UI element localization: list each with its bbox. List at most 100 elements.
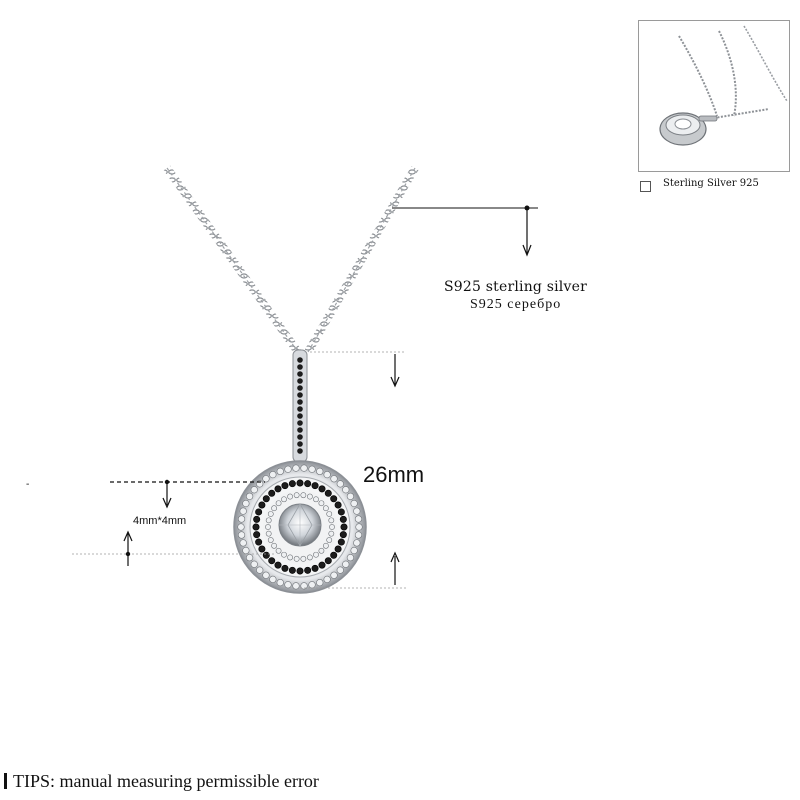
stone [304, 480, 312, 488]
tips-text: TIPS: manual measuring permissible error [13, 771, 319, 791]
stone [346, 554, 355, 562]
stone [355, 523, 363, 531]
stone [336, 566, 344, 574]
bail-stone [297, 427, 303, 433]
stone [330, 551, 338, 559]
stone [296, 567, 304, 575]
bail-stone [297, 392, 303, 398]
stone [334, 545, 342, 553]
bail-stone [297, 413, 303, 419]
stone [334, 501, 342, 509]
stone [318, 561, 326, 569]
pendant-height-label: 26mm [363, 462, 425, 487]
stone [255, 508, 263, 516]
stone [271, 505, 278, 512]
stone [284, 465, 292, 473]
tips-note: TIPS: manual measuring permissible error [4, 771, 319, 792]
stone [300, 582, 308, 590]
tips-bar-icon [4, 773, 7, 789]
stone [276, 578, 284, 587]
stone [337, 508, 345, 516]
stone [265, 530, 272, 537]
stone [239, 539, 247, 547]
stone [268, 489, 276, 497]
stone [318, 485, 326, 493]
stone [330, 495, 338, 503]
stone [323, 575, 331, 583]
stone [324, 489, 332, 497]
stone [275, 500, 282, 507]
stone [330, 571, 338, 579]
stone [313, 496, 319, 503]
stone [292, 582, 300, 590]
bail-stone [297, 364, 303, 370]
stone [328, 530, 335, 537]
bail-stone [297, 385, 303, 391]
stone [253, 515, 261, 523]
stone [350, 499, 358, 508]
stone [306, 493, 313, 500]
stone [281, 564, 289, 572]
stone [306, 554, 313, 561]
stone-measure [72, 479, 275, 566]
stone [342, 486, 350, 494]
stone [250, 486, 258, 494]
stone [255, 538, 263, 546]
stone [300, 464, 308, 472]
stone [281, 551, 287, 558]
stone [258, 545, 266, 553]
option-label[interactable]: Sterling Silver 925 [663, 178, 759, 189]
stone [326, 511, 333, 517]
bail-stone [297, 378, 303, 384]
stone [287, 493, 294, 500]
height-measure [300, 351, 407, 589]
stone [281, 482, 289, 490]
stone [339, 531, 347, 539]
stone [326, 537, 333, 543]
stone [323, 471, 331, 479]
bail-stone [297, 371, 303, 377]
stone [353, 539, 361, 547]
stone [265, 517, 272, 524]
stone [311, 482, 319, 490]
stone [253, 531, 261, 539]
stone [311, 564, 319, 572]
stone [322, 542, 329, 549]
pendant-image [659, 25, 788, 146]
bail-stone [297, 357, 303, 363]
stone [353, 507, 361, 515]
stone [262, 551, 270, 559]
stone [296, 479, 304, 487]
option-checkbox[interactable] [640, 181, 651, 192]
stone [337, 538, 345, 546]
stone [354, 515, 363, 523]
stone [265, 524, 271, 530]
stone [271, 542, 278, 549]
stone [262, 475, 270, 483]
stone [292, 464, 300, 472]
stone [242, 546, 250, 555]
material-label-en: S925 sterling silver [444, 279, 587, 295]
stone-size-label: 4mm*4mm [133, 515, 187, 527]
stone [237, 515, 246, 523]
stone [275, 547, 282, 554]
stone [267, 511, 274, 517]
stone [239, 507, 247, 515]
stone [308, 581, 316, 589]
stone [274, 485, 282, 493]
bail-stone [297, 399, 303, 405]
stone [328, 517, 335, 524]
stone [268, 557, 276, 565]
stone [242, 499, 250, 508]
stone [354, 531, 363, 539]
stone [300, 492, 307, 499]
stone [245, 554, 254, 562]
thumbnail-frame[interactable] [638, 20, 790, 172]
bail-stone [297, 420, 303, 426]
material-pointer [392, 205, 538, 257]
stone [293, 555, 300, 562]
stone [276, 467, 284, 476]
stone [324, 557, 332, 565]
bail-stone [297, 434, 303, 440]
